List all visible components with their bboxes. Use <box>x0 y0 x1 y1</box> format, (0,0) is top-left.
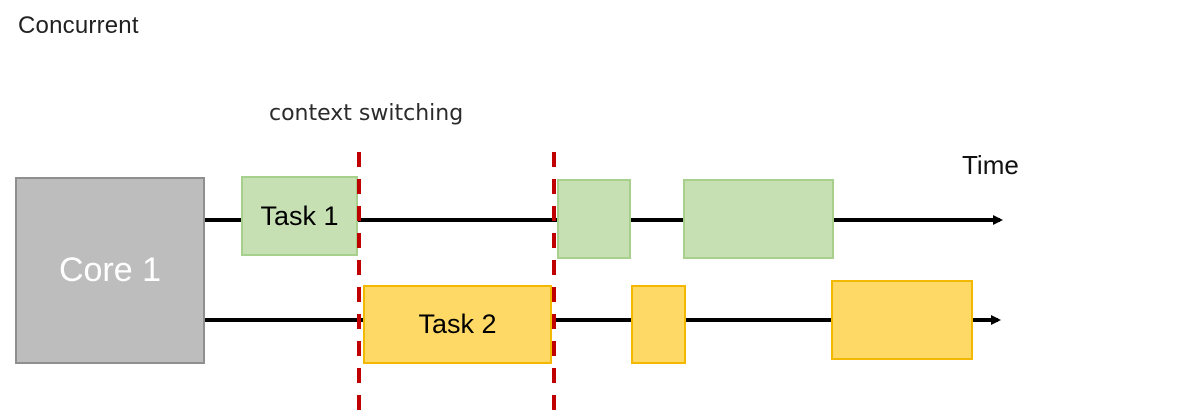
task1-block-2 <box>557 179 631 259</box>
task2-block: Task 2 <box>363 285 552 364</box>
page-title: Concurrent <box>18 12 139 39</box>
task2-block-2 <box>631 285 686 364</box>
task2-label: Task 2 <box>418 309 497 339</box>
task1-block-3 <box>683 179 834 259</box>
task1-label: Task 1 <box>260 200 339 231</box>
time-axis-label: Time <box>962 150 1019 180</box>
context-switch-annotation: context switching <box>269 101 464 126</box>
core-label: Core 1 <box>58 251 162 289</box>
task2-block-3 <box>831 280 973 360</box>
core-box: Core 1 <box>15 177 205 364</box>
